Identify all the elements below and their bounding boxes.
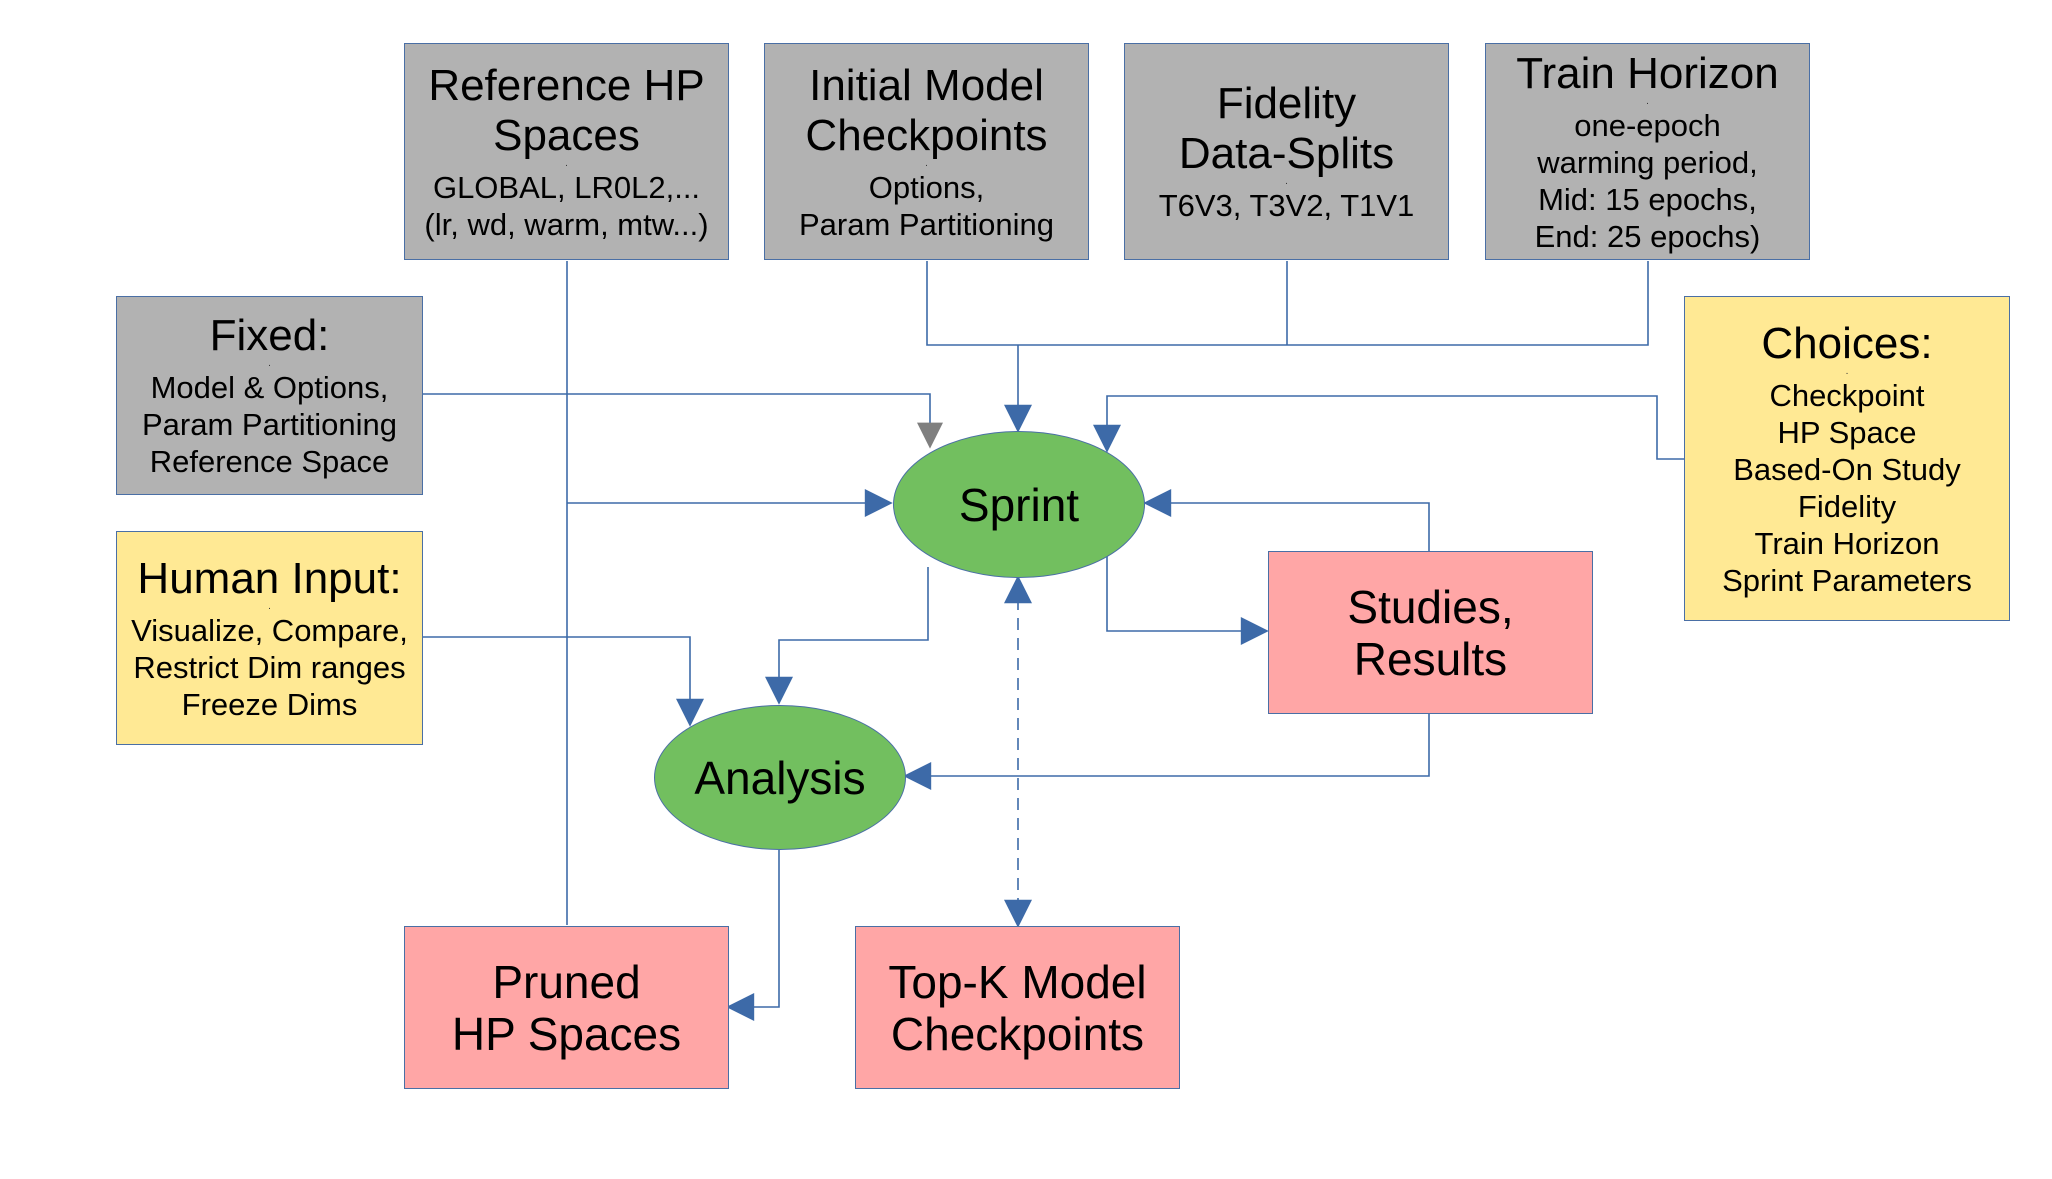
choices-detail: Checkpoint HP Space Based-On Study Fidel… [1722, 377, 1972, 598]
separator-dot: · [564, 159, 569, 171]
fixed-title: Fixed: [209, 311, 330, 360]
analysis-label: Analysis [694, 751, 866, 804]
separator-dot: · [1845, 367, 1849, 379]
edge-choices-to-sprint [1093, 395, 1684, 460]
human-input-detail: Visualize, Compare, Restrict Dim ranges … [131, 612, 408, 722]
initial-model-checkpoints-title: Initial Model Checkpoints [805, 60, 1048, 160]
separator-dot: · [267, 360, 272, 371]
studies-results-box: Studies, Results [1268, 551, 1593, 714]
sprint-ellipse: Sprint [893, 431, 1145, 578]
sprint-label: Sprint [958, 478, 1080, 531]
fixed-detail: Model & Options, Param Partitioning Refe… [141, 370, 397, 479]
edge-studies-to-sprint [1143, 489, 1430, 551]
initial-model-checkpoints-box: Initial Model Checkpoints · Options, Par… [764, 43, 1089, 260]
initial-model-checkpoints-detail: Options, Param Partitioning [798, 169, 1054, 242]
top-k-model-checkpoints-box: Top-K Model Checkpoints [855, 926, 1180, 1089]
edge-analysis-to-pruned [726, 850, 780, 1021]
human-input-title: Human Input: [137, 553, 402, 603]
separator-dot: · [924, 159, 929, 171]
top-k-model-checkpoints-title: Top-K Model Checkpoints [888, 955, 1147, 1060]
separator-dot: · [1284, 178, 1289, 189]
edge-studies-to-analysis [903, 713, 1430, 790]
pruned-hp-spaces-box: Pruned HP Spaces [404, 926, 729, 1089]
pruned-hp-spaces-title: Pruned HP Spaces [451, 955, 682, 1060]
train-horizon-title: Train Horizon [1516, 48, 1779, 98]
choices-title: Choices: [1761, 318, 1933, 368]
human-input-box: Human Input: · Visualize, Compare, Restr… [116, 531, 423, 745]
edge-fixed-to-sprint [422, 393, 943, 449]
fidelity-data-splits-detail: T6V3, T3V2, T1V1 [1158, 188, 1415, 223]
separator-dot: · [1645, 97, 1650, 109]
train-horizon-detail: one-epoch warming period, Mid: 15 epochs… [1534, 107, 1761, 254]
reference-hp-spaces-detail: GLOBAL, LR0L2,... (lr, wd, warm, mtw...) [424, 169, 709, 242]
edge-sprint-to-analysis [765, 567, 929, 705]
edge-human-to-analysis [422, 636, 704, 727]
train-horizon-box: Train Horizon · one-epoch warming period… [1485, 43, 1810, 260]
fidelity-data-splits-title: Fidelity Data-Splits [1178, 79, 1395, 178]
reference-hp-spaces-box: Reference HP Spaces · GLOBAL, LR0L2,... … [404, 43, 729, 260]
fixed-box: Fixed: · Model & Options, Param Partitio… [116, 296, 423, 495]
reference-hp-spaces-title: Reference HP Spaces [428, 60, 705, 160]
separator-dot: · [267, 602, 272, 614]
choices-box: Choices: · Checkpoint HP Space Based-On … [1684, 296, 2010, 621]
edge-sprint-to-studies [1106, 555, 1269, 645]
studies-results-title: Studies, Results [1347, 580, 1514, 685]
fidelity-data-splits-box: Fidelity Data-Splits · T6V3, T3V2, T1V1 [1124, 43, 1449, 260]
analysis-ellipse: Analysis [654, 705, 906, 850]
